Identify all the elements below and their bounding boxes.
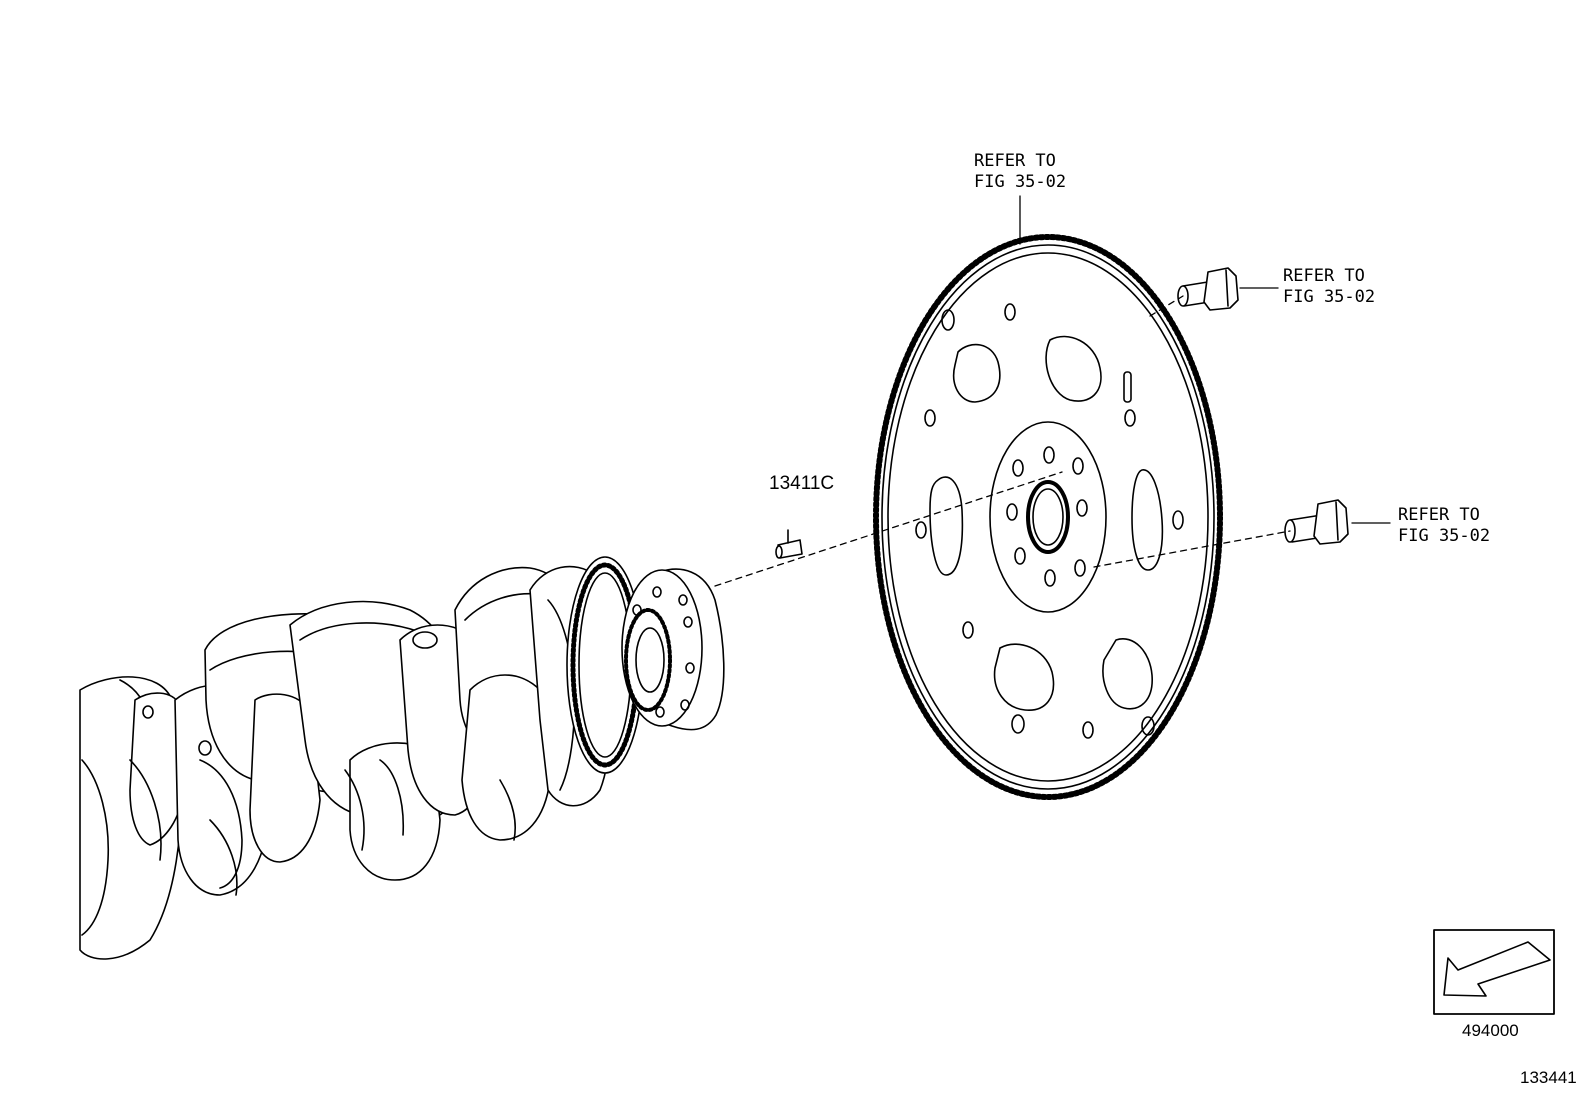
- bolt-lower: [1284, 499, 1349, 545]
- pin-part-number[interactable]: 13411C: [769, 473, 835, 494]
- bolt-upper-refer-label: REFER TO FIG 35-02: [1283, 266, 1375, 308]
- view-ref-number: 494000: [1462, 1021, 1519, 1040]
- bolt-lower-refer-label: REFER TO FIG 35-02: [1398, 505, 1490, 547]
- bolt-lower-refer-line2: FIG 35-02: [1398, 526, 1491, 546]
- view-direction-box: [1433, 929, 1555, 1015]
- ring-gear-refer-label: REFER TO FIG 35-02: [974, 151, 1066, 193]
- dowel-pin: [775, 529, 803, 559]
- bolt-upper: [1177, 267, 1239, 311]
- bolt-upper-refer-line2: FIG 35-02: [1283, 287, 1376, 307]
- bolt-upper-refer-line1: REFER TO: [1283, 266, 1365, 286]
- drive-plate: [873, 234, 1223, 800]
- illustration-number: 133441: [1520, 1068, 1577, 1087]
- leader-lines: [714, 195, 1391, 587]
- crankshaft: [79, 565, 614, 960]
- crankshaft-flange: [621, 568, 725, 731]
- bolt-lower-refer-line1: REFER TO: [1398, 505, 1480, 525]
- ring-gear-refer-line2: FIG 35-02: [974, 172, 1067, 192]
- ring-gear-refer-line1: REFER TO: [974, 151, 1056, 171]
